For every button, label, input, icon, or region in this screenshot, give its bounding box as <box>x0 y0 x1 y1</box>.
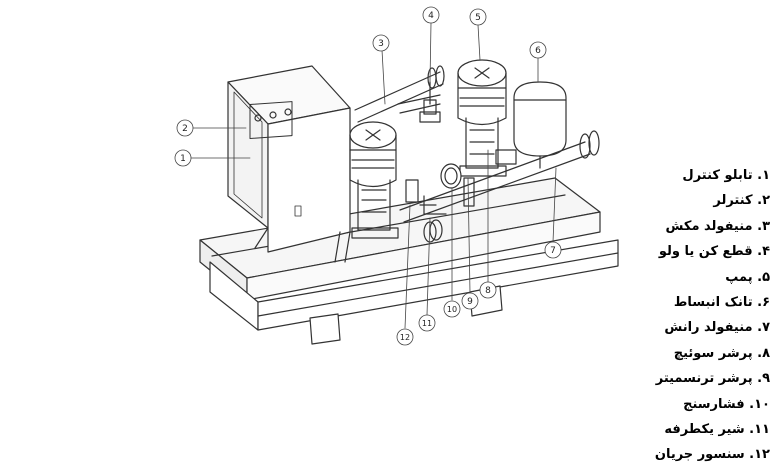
callout-label: 3 <box>378 39 384 49</box>
pressure-transmitter <box>463 177 475 207</box>
callout-label: 6 <box>535 46 541 56</box>
check-valve <box>423 195 447 215</box>
callout-10 <box>443 300 461 318</box>
skid-base <box>199 177 619 345</box>
controller-screen <box>249 101 293 140</box>
callout-label: 11 <box>422 319 432 328</box>
callout-6 <box>529 41 547 59</box>
callout-11 <box>418 314 436 332</box>
legend-item: ۱۱. شیر یکطرفه <box>664 421 770 437</box>
callout-3 <box>372 34 390 52</box>
callout-label: 8 <box>485 286 491 296</box>
legend-item: ۵. پمپ <box>725 269 770 285</box>
pump-right <box>457 59 507 177</box>
legend-item: ۴. قطع کن یا ولو <box>658 244 770 260</box>
callout-label: 1 <box>180 154 186 164</box>
callout-2 <box>176 119 194 137</box>
callout-12 <box>396 328 414 346</box>
callout-label: 10 <box>447 305 457 314</box>
flow-sensor <box>405 179 419 203</box>
callout-9 <box>461 292 479 310</box>
suction-manifold <box>354 65 445 123</box>
legend-item: ۹. پرشر ترنسمیتر <box>655 371 770 387</box>
callout-label: 5 <box>475 13 481 23</box>
callout-bubbles <box>174 6 562 346</box>
instruments <box>405 149 517 215</box>
valve <box>419 81 441 123</box>
legend-item: ۷. منیفولد رانش <box>664 320 770 336</box>
legend-item: ۶. تانک انبساط <box>673 294 770 310</box>
callouts <box>189 22 557 329</box>
legend-item: ۳. منیفولد مکش <box>665 218 770 234</box>
legend-item: ۱۲. سنسور جریان <box>654 447 770 463</box>
legend-item: ۱۰. فشارسنج <box>683 396 770 412</box>
callout-4 <box>422 6 440 24</box>
pressure-switch <box>495 149 517 165</box>
pressure-gauge <box>440 163 462 189</box>
expansion-tank <box>513 81 567 169</box>
legend-item: ۸. پرشر سوئیچ <box>673 345 770 361</box>
callout-5 <box>469 8 487 26</box>
callout-labels: 1 2 3 4 5 6 7 8 9 10 11 12 <box>180 11 556 342</box>
callout-8 <box>479 281 497 299</box>
discharge-manifold <box>399 130 600 243</box>
callout-7 <box>544 241 562 259</box>
callout-label: 4 <box>428 11 434 21</box>
legend-item: ۱. تابلو کنترل <box>682 168 770 183</box>
legend: ۱. تابلو کنترل ۲. کنترلر ۳. منیفولد مکش … <box>600 163 770 468</box>
legend-item: ۲. کنترلر <box>713 193 770 209</box>
callout-1 <box>174 149 192 167</box>
callout-label: 2 <box>182 124 188 134</box>
callout-label: 12 <box>400 333 410 342</box>
pump-left <box>349 121 399 239</box>
callout-label: 9 <box>467 297 473 307</box>
control-panel <box>227 65 351 263</box>
callout-label: 7 <box>550 246 556 256</box>
